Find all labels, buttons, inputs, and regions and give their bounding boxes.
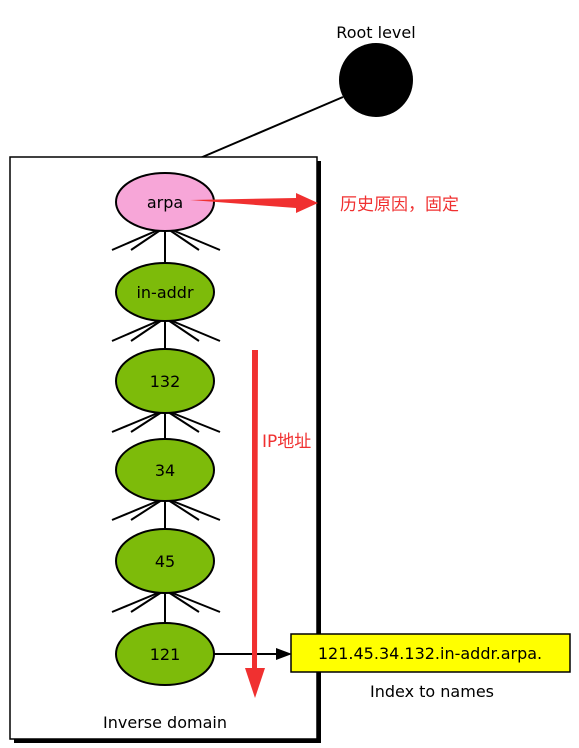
node-45 <box>115 528 215 594</box>
ip-annotation-arrow <box>245 350 265 698</box>
node-arpa-label: arpa <box>147 193 183 212</box>
node-132-label: 132 <box>150 372 181 391</box>
root-node <box>339 43 413 117</box>
node-in-addr-label: in-addr <box>136 283 193 302</box>
arpa-note: 历史原因，固定 <box>340 195 459 215</box>
result-value: 121.45.34.132.in-addr.arpa. <box>318 644 542 663</box>
arpa-annotation-arrow <box>190 193 318 213</box>
node-45-label: 45 <box>155 552 175 571</box>
node-in-addr <box>115 262 215 322</box>
ip-note: IP地址 <box>262 432 311 452</box>
node-34-label: 34 <box>155 461 175 480</box>
inverse-domain-label: Inverse domain <box>103 713 227 732</box>
root-level-label: Root level <box>336 23 415 42</box>
result-box <box>290 633 571 673</box>
node-121-label: 121 <box>150 645 181 664</box>
node-34 <box>115 438 215 502</box>
index-to-names-label: Index to names <box>370 682 494 701</box>
node-132 <box>115 348 215 414</box>
node-arpa <box>115 172 215 232</box>
result-arrow-head <box>276 648 292 660</box>
